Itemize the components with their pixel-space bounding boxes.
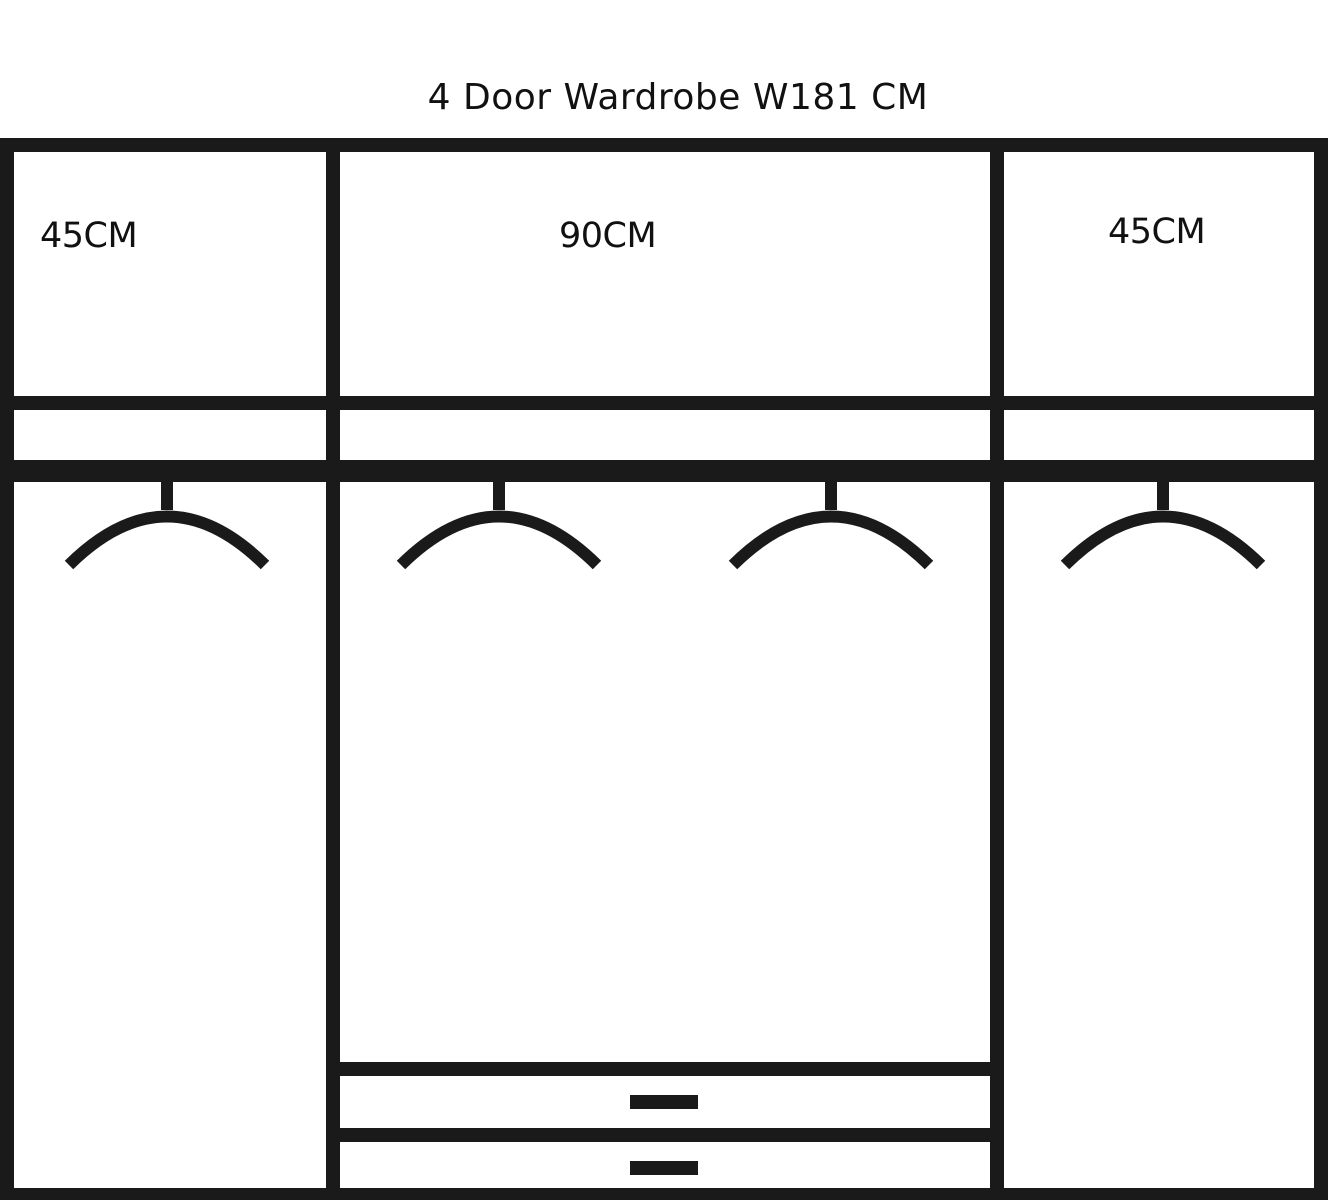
diagram-title: 4 Door Wardrobe W181 CM xyxy=(427,77,929,118)
outer-frame xyxy=(0,138,1328,1200)
drawer-handles xyxy=(630,1095,698,1175)
drawer-handle-icon xyxy=(630,1095,698,1109)
width-label-right: 45CM xyxy=(1108,212,1206,252)
hanger-icon xyxy=(1060,482,1266,570)
wardrobe-frame xyxy=(0,138,1328,1200)
hanger-icon xyxy=(396,482,602,570)
width-label-left: 45CM xyxy=(40,216,138,256)
hanger-icon xyxy=(64,482,270,570)
hanger-icon xyxy=(728,482,934,570)
drawer-handle-icon xyxy=(630,1161,698,1175)
hangers xyxy=(64,482,1266,570)
width-label-middle: 90CM xyxy=(559,216,657,256)
